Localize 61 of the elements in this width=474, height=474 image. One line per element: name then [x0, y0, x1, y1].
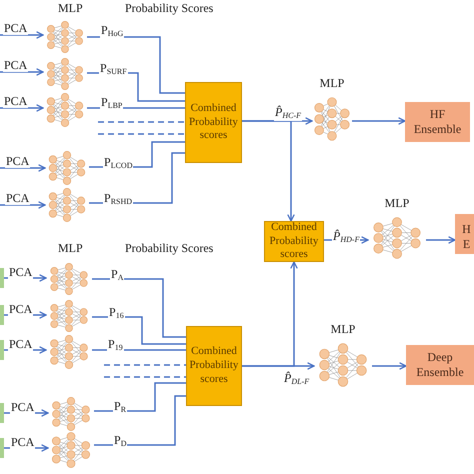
edge-label: PCA — [5, 192, 30, 206]
arrow — [0, 104, 44, 112]
column-heading: MLP — [58, 241, 83, 256]
edge-label: PCA — [8, 338, 34, 352]
edge-label: P$_{D}$ — [113, 434, 128, 449]
edge-label: P$_{SURF}$ — [99, 62, 128, 77]
combined-scores-box: Combined Probability scores — [264, 221, 324, 262]
arrow — [426, 236, 456, 244]
connector-line — [94, 382, 186, 412]
edge-label: P$_{16}$ — [108, 306, 125, 321]
edge-label: PCA — [3, 59, 28, 72]
connector-line — [92, 349, 186, 351]
dashed-line — [104, 364, 186, 366]
input-block — [0, 340, 4, 360]
dashed-line — [104, 376, 186, 378]
input-block — [0, 305, 4, 325]
combined-scores-box: Combined Probability scores — [186, 326, 242, 406]
arrow — [0, 201, 46, 209]
input-block — [0, 403, 4, 423]
edge-label: P$_{HoG}$ — [100, 24, 124, 39]
edge-label: PCA — [3, 22, 28, 36]
ensemble-box: H E — [455, 214, 474, 254]
edge-label: P$_{19}$ — [107, 338, 124, 353]
arrow — [0, 164, 46, 172]
arrow — [242, 120, 295, 222]
edge-label: PCA — [3, 95, 28, 108]
edge-label: PCA — [10, 436, 36, 450]
edge-label: P̂$_{HD-F}$ — [332, 230, 360, 245]
dashed-line — [98, 121, 185, 123]
arrow — [372, 362, 407, 370]
arrow — [0, 31, 44, 39]
edge-label: P$_{R}$ — [113, 400, 128, 415]
ensemble-box: HF Ensemble — [405, 102, 470, 142]
edge-label: PCA — [10, 401, 36, 414]
input-block — [0, 268, 4, 288]
edge-label: P$_{LBP}$ — [100, 96, 124, 111]
edge-label: PCA — [8, 303, 34, 316]
arrow — [0, 68, 44, 76]
arrow — [242, 261, 298, 367]
arrow — [352, 117, 406, 125]
edge-label: P̂$_{DL-F}$ — [283, 372, 310, 387]
edge-label: PCA — [5, 155, 30, 168]
edge-label: P̂$_{HC-F}$ — [274, 106, 302, 121]
edge-label: P$_{LCOD}$ — [103, 156, 134, 171]
network-heading: MLP — [318, 76, 346, 91]
edge-label: PCA — [8, 266, 34, 280]
combined-scores-box: Combined Probability scores — [185, 82, 242, 163]
column-heading: Probability Scores — [125, 241, 214, 256]
ensemble-box: Deep Ensemble — [406, 345, 474, 385]
connector-line — [92, 316, 186, 345]
connector-line — [87, 107, 185, 109]
column-heading: Probability Scores — [125, 1, 214, 16]
network-heading: MLP — [330, 322, 356, 337]
edge-label: P$_{A}$ — [110, 268, 124, 283]
connector-line — [92, 278, 186, 338]
input-block — [0, 438, 4, 458]
connector-line — [94, 395, 186, 446]
dashed-line — [98, 133, 185, 135]
column-heading: MLP — [58, 1, 83, 16]
network-heading: MLP — [384, 196, 410, 211]
edge-label: P$_{RSHD}$ — [103, 192, 134, 207]
